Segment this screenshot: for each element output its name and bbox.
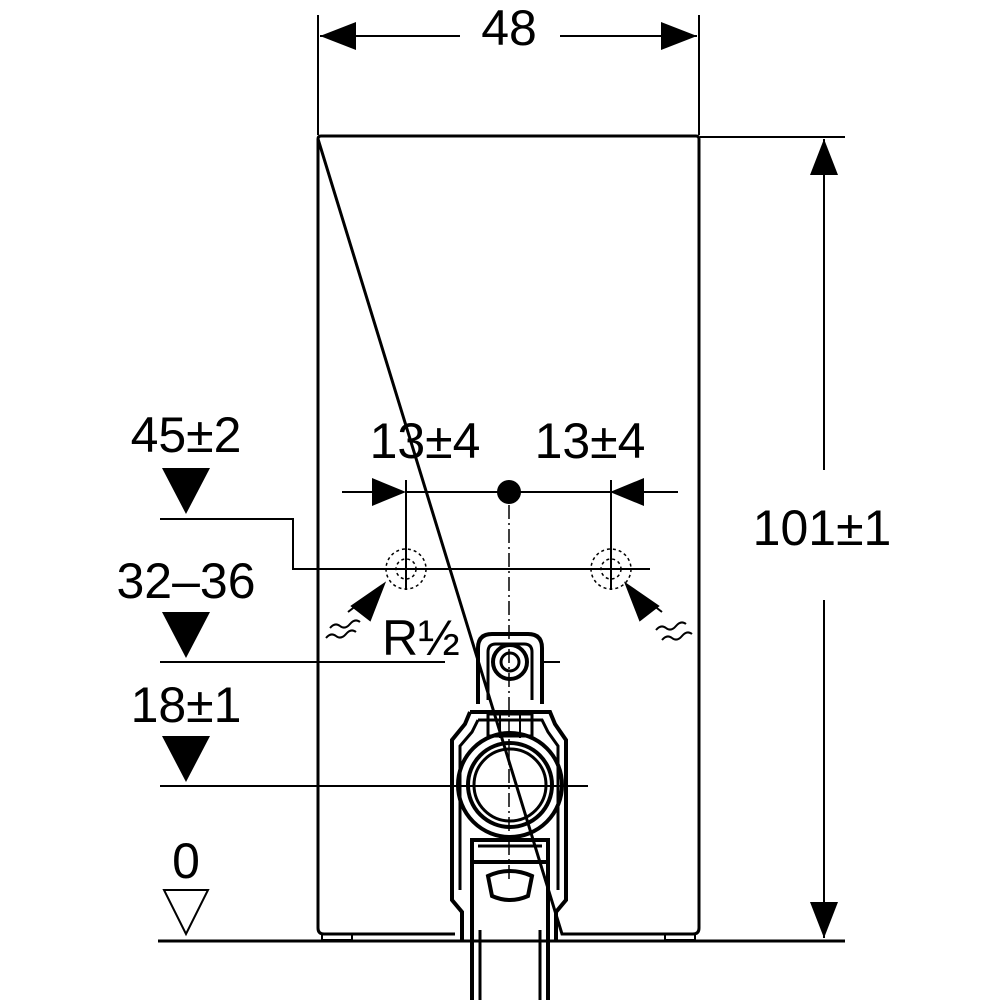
cabinet-body (316, 134, 701, 941)
level-0: 0 (162, 833, 210, 937)
level-45-label: 45±2 (131, 407, 242, 463)
drain-ring-inner (472, 747, 548, 823)
wave-icon (329, 619, 361, 629)
housing-outline (450, 710, 568, 940)
housing-bracket (486, 712, 534, 738)
supply-pipe-outer (491, 643, 529, 681)
floor-level-triangle-icon (162, 889, 210, 937)
level-triangle-icon (162, 468, 210, 514)
drain-ring-mid (466, 741, 554, 829)
level-triangle-icon (162, 612, 210, 658)
width-label: 48 (481, 0, 537, 56)
connection-offsets: 13±4 13±4 (342, 413, 678, 590)
outlet-opening (485, 869, 535, 902)
supply-pipe-inner (499, 651, 521, 673)
level-18-label: 18±1 (131, 677, 242, 733)
wave-icon (661, 631, 693, 641)
arrow-right-icon (661, 22, 697, 50)
wave-icon (325, 629, 357, 639)
drain-pipe-inner (478, 930, 542, 1000)
height-label: 101±1 (753, 500, 892, 556)
level-32-36-label: 32–36 (116, 553, 255, 609)
foot-right (664, 933, 696, 941)
offset-arrow-left-icon (372, 478, 406, 506)
foot-left (321, 933, 353, 941)
inlet-arrow-left-icon (347, 581, 387, 622)
drain-ring-outer (456, 731, 564, 839)
offset-right-label: 13±4 (535, 413, 646, 469)
clamp-outer (476, 632, 544, 704)
arrow-down-icon (810, 902, 838, 938)
height-dimension: 101±1 (700, 136, 892, 938)
center-point (497, 480, 521, 504)
offset-left-label: 13±4 (370, 413, 481, 469)
level-32-36: 32–36 (116, 553, 560, 663)
drain-pipe (470, 862, 550, 1000)
offset-arrow-right-icon (610, 478, 644, 506)
level-18: 18±1 (131, 677, 588, 787)
drain-fitting (450, 632, 568, 1000)
wave-icon (655, 621, 687, 631)
arrow-left-icon (320, 22, 356, 50)
inlet-arrow-right-icon (623, 581, 663, 622)
water-connection-right (590, 548, 693, 641)
level-0-label: 0 (172, 833, 200, 889)
arrow-up-icon (810, 139, 838, 175)
thread-label: R½ (382, 610, 460, 666)
level-triangle-icon (162, 736, 210, 782)
level-45: 45±2 (131, 407, 650, 570)
water-connection-left (325, 548, 427, 639)
width-dimension: 48 (317, 0, 700, 135)
level-45-line (160, 518, 650, 570)
